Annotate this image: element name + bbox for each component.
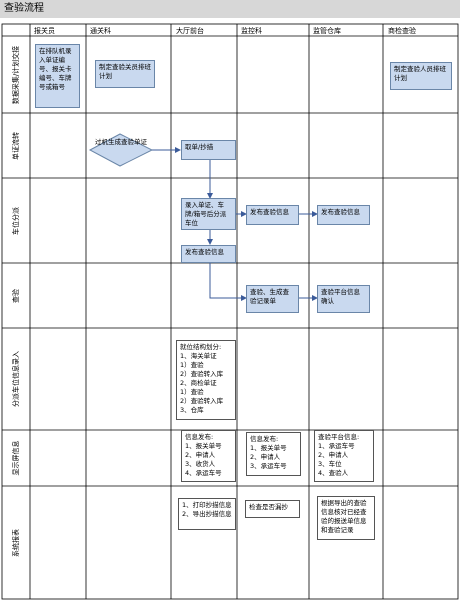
note-report-frontdesk: 1、打印抄描信息 2、导出抄描信息 <box>178 498 236 530</box>
col-header-front-desk: 大厅前台 <box>176 27 204 35</box>
col-header-declarant: 报关员 <box>34 27 55 35</box>
col-header-monitoring: 监控科 <box>241 27 262 35</box>
box-customs-schedule: 制定查验关员排班计划 <box>95 60 155 88</box>
note-slot-structure: 就位结构划分: 1、海关单证 1）查验 2）查验转入库 2、商检单证 1）查验 … <box>176 340 236 420</box>
box-inspection-schedule: 制定查验人员排班计划 <box>390 62 452 90</box>
box-enter-queue: 在排队机录入单证编号、报关卡编号、车牌号或箱号 <box>35 44 80 108</box>
col-header-warehouse: 监管仓库 <box>313 27 341 35</box>
note-display-warehouse: 查验平台信息: 1、承运车号 2、申请人 3、车位 4、查验人 <box>314 430 374 482</box>
col-header-customs: 通关科 <box>90 27 111 35</box>
box-assign-slot: 录入单证、车牌/箱号后分派车位 <box>181 198 236 230</box>
note-report-monitoring: 检查是否漏抄 <box>245 500 300 518</box>
arrow-publish-to-inspect <box>209 262 247 301</box>
grid-border <box>1 23 459 600</box>
box-publish-frontdesk: 发布查验信息 <box>181 245 236 263</box>
note-display-monitoring: 信息发布: 1、报关单号 2、申请人 3、承运车号 <box>246 432 301 476</box>
decision-label: 过机生成查验单证 <box>95 138 147 146</box>
box-platform-confirm: 查验平台信息确认 <box>317 285 370 313</box>
col-header-inspection: 商检查验 <box>388 27 416 35</box>
box-publish-monitoring: 发布查验信息 <box>246 205 299 225</box>
page-title: 查验流程 <box>0 0 460 18</box>
note-report-warehouse: 根据导出的查验信息核对已经查验的报送单信息和查验记录 <box>317 496 375 540</box>
note-display-frontdesk: 信息发布: 1、报关单号 2、申请人 3、收货人 4、承运车号 <box>181 430 236 482</box>
box-publish-warehouse: 发布查验信息 <box>317 205 370 225</box>
box-pickup-scan: 取单/抄描 <box>181 140 236 160</box>
swimlane-grid <box>1 23 459 600</box>
box-inspect-record: 查验、生成查验记录单 <box>246 285 299 313</box>
